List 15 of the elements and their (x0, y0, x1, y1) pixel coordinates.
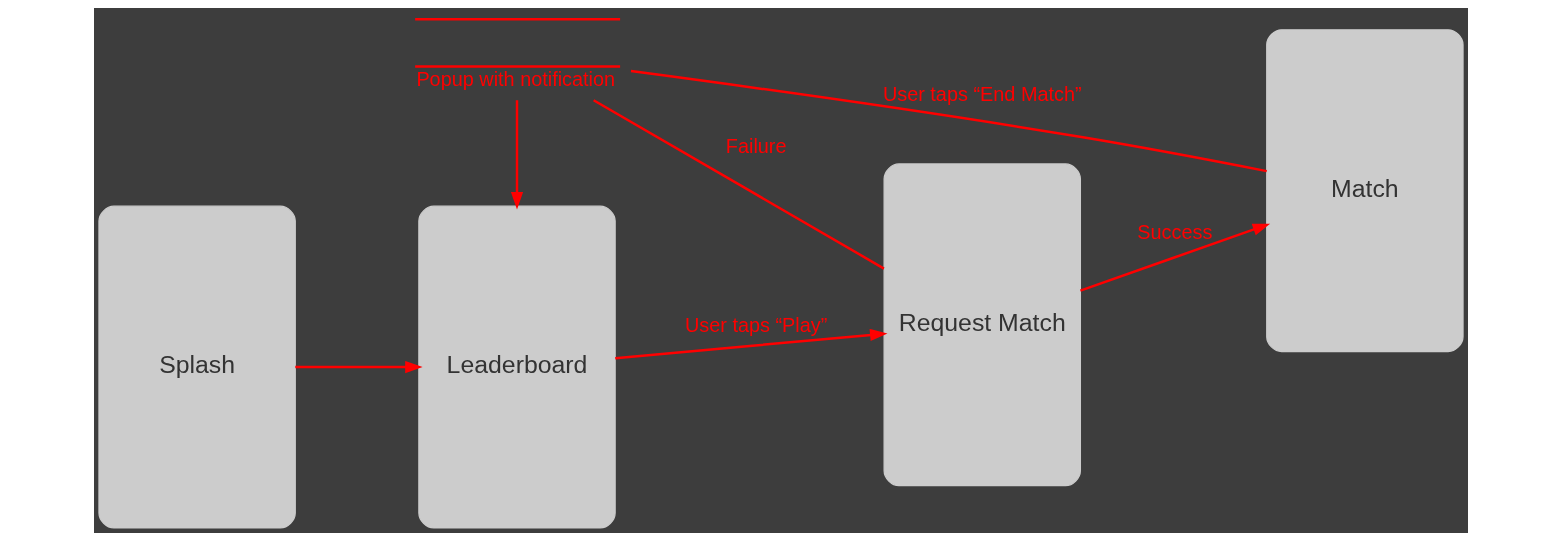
connector (593, 99, 885, 270)
node-box: Match (1266, 29, 1464, 353)
arrow (1080, 223, 1271, 292)
arrow (615, 328, 888, 360)
arrow (510, 100, 524, 210)
edge-label: Success (1137, 220, 1213, 243)
edge-label: User taps “Play” (684, 314, 828, 337)
node-text: Popup with notification (416, 68, 616, 91)
node-box: Splash (98, 205, 296, 529)
node-box: Leaderboard (418, 205, 616, 529)
connector (630, 69, 1267, 173)
edge-label: User taps “End Match” (882, 82, 1082, 105)
node-box: Request Match (883, 163, 1081, 487)
arrow (295, 361, 423, 374)
edge-label: Failure (725, 135, 787, 158)
